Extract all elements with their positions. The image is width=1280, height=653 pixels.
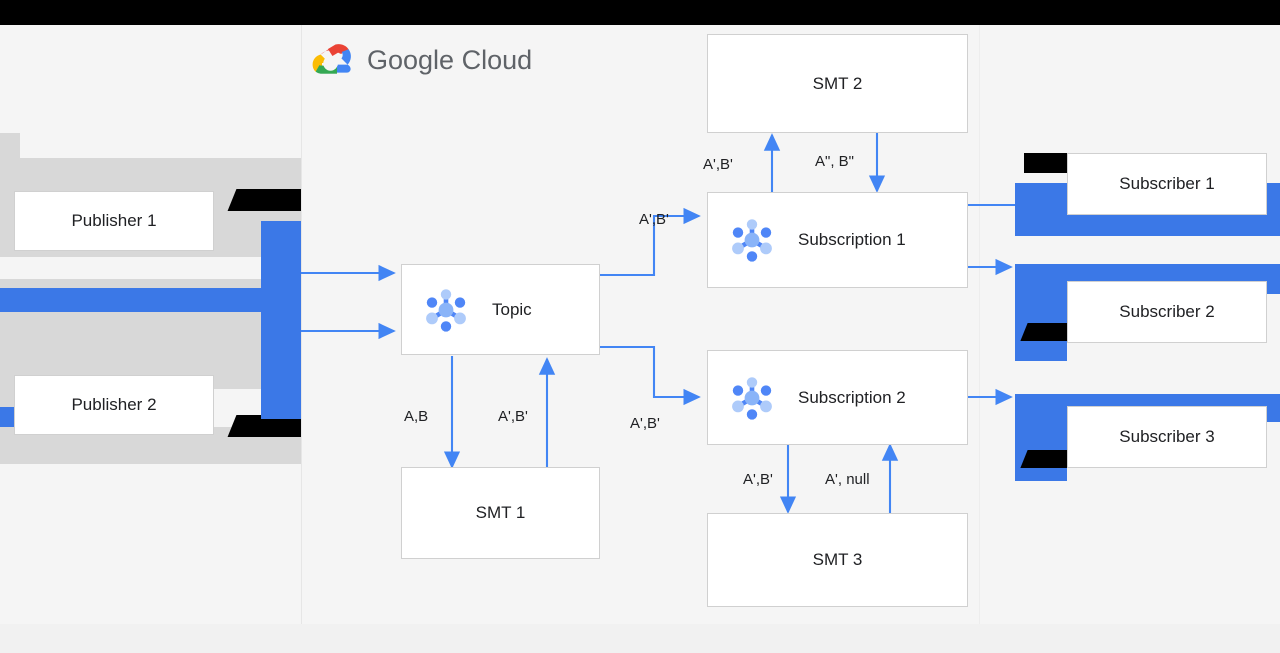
google-cloud-mark-icon — [312, 44, 351, 74]
page-bottom-strip — [0, 624, 1280, 653]
edge-label-topic-to-smt1: A,B — [404, 408, 429, 425]
node-topic[interactable]: Topic — [401, 264, 600, 355]
node-subscription-1-label: Subscription 1 — [798, 230, 906, 249]
edge-label-smt2-to-sub1: A", B" — [815, 153, 854, 170]
node-topic-label: Topic — [492, 299, 532, 319]
node-smt-1-label: SMT 1 — [475, 503, 526, 522]
node-subscription-2-label: Subscription 2 — [798, 387, 906, 407]
node-publisher-2-label: Publisher 2 — [71, 395, 157, 414]
magnified-arrow-shaft — [0, 288, 285, 312]
edge-label-smt1-to-topic: A',B' — [498, 408, 528, 425]
node-subscriber-1-label: Subscriber 1 — [1119, 174, 1215, 193]
pubsub-node-icon — [418, 282, 474, 338]
google-cloud-logo: Google Cloud — [309, 41, 541, 83]
node-publisher-1[interactable]: Publisher 1 — [14, 191, 214, 251]
edge-label-smt3-to-sub2: A', null — [825, 471, 870, 488]
pubsub-node-icon — [724, 212, 780, 268]
node-subscriber-1[interactable]: Subscriber 1 — [1067, 153, 1267, 215]
magnified-arrow-shaft — [1015, 264, 1067, 361]
node-publisher-2[interactable]: Publisher 2 — [14, 375, 214, 435]
brand-word-cloud: Cloud — [461, 45, 533, 75]
node-smt-2[interactable]: SMT 2 — [707, 34, 968, 133]
google-cloud-wordmark: Google Cloud — [367, 45, 532, 76]
magnified-arrowhead-redaction — [227, 189, 301, 211]
node-subscription-2[interactable]: Subscription 2 — [707, 350, 968, 445]
node-subscription-1[interactable]: Subscription 1 — [707, 192, 968, 288]
node-subscriber-3[interactable]: Subscriber 3 — [1067, 406, 1267, 468]
edge-label-sub2-to-smt3: A',B' — [743, 471, 773, 488]
node-publisher-1-label: Publisher 1 — [71, 211, 157, 230]
brand-word-google: Google — [367, 45, 455, 75]
node-smt-3[interactable]: SMT 3 — [707, 513, 968, 607]
node-smt-2-label: SMT 2 — [812, 73, 863, 93]
pubsub-node-icon — [724, 370, 780, 426]
magnified-region-right: Subscriber 1 Subscriber 2 Subscriber 3 — [1013, 25, 1280, 624]
magnified-arrow-shaft — [261, 353, 301, 419]
node-subscriber-3-label: Subscriber 3 — [1119, 427, 1215, 446]
node-smt-1[interactable]: SMT 1 — [401, 467, 600, 559]
top-black-bar — [0, 0, 1280, 25]
magnified-region-left: Publisher 1 Publisher 2 — [0, 25, 301, 624]
edge-label-sub1-to-smt2: A',B' — [703, 156, 733, 173]
node-subscriber-2[interactable]: Subscriber 2 — [1067, 281, 1267, 343]
node-subscriber-2-label: Subscriber 2 — [1119, 302, 1215, 321]
node-smt-3-label: SMT 3 — [812, 550, 863, 569]
edge-label-topic-to-sub1: A',B' — [639, 211, 669, 228]
edge-label-topic-to-sub2: A',B' — [630, 415, 660, 432]
